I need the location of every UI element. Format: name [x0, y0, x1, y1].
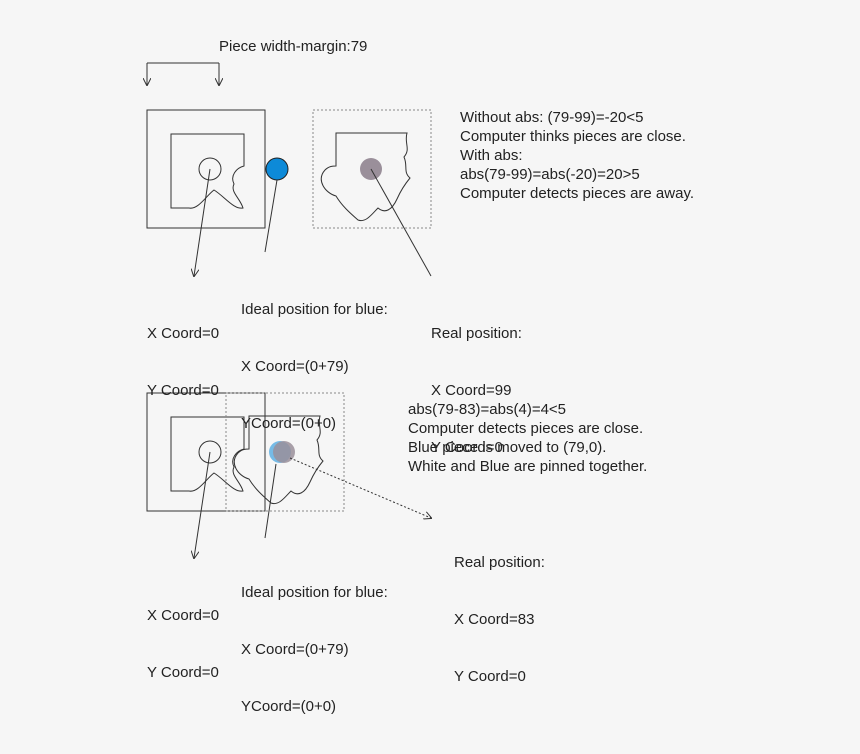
- label-line: YCoord=(0+0): [241, 697, 388, 716]
- white-piece-coord-label: X Coord=0 Y Coord=0: [147, 286, 219, 438]
- ideal-position-label: Ideal position for blue: X Coord=(0+79) …: [241, 262, 388, 471]
- scenario1-white-piece: [147, 110, 265, 228]
- scenario2-explanation: abs(79-83)=abs(4)=4<5 Computer detects p…: [408, 400, 647, 476]
- real-position-label: Real position: X Coord=83 Y Coord=0: [454, 515, 545, 724]
- label-line: YCoord=(0+0): [241, 414, 388, 433]
- label-line: Real position:: [431, 324, 522, 343]
- explanation-line: Computer thinks pieces are close.: [460, 127, 694, 146]
- explanation-line: With abs:: [460, 146, 694, 165]
- diagram-title: Piece width-margin:79: [219, 37, 367, 56]
- label-line: Y Coord=0: [147, 663, 219, 682]
- explanation-line: abs(79-99)=abs(-20)=20>5: [460, 165, 694, 184]
- explanation-line: Computer detects pieces are close.: [408, 419, 647, 438]
- explanation-line: abs(79-83)=abs(4)=4<5: [408, 400, 647, 419]
- label-line: Ideal position for blue:: [241, 300, 388, 319]
- diagram-canvas: Piece width-margin:79 X Coord=0 Y Coord=…: [0, 0, 860, 642]
- explanation-line: White and Blue are pinned together.: [408, 457, 647, 476]
- label-line: X Coord=(0+79): [241, 640, 388, 659]
- blue-piece-marker: [266, 158, 288, 180]
- scenario1-blue-piece: [313, 110, 431, 228]
- width-margin-bracket: [147, 63, 219, 85]
- ideal-position-label: Ideal position for blue: X Coord=(0+79) …: [241, 545, 388, 754]
- label-line: X Coord=99: [431, 381, 522, 400]
- label-line: X Coord=83: [454, 610, 545, 629]
- label-line: Real position:: [454, 553, 545, 572]
- white-piece-coord-label: X Coord=0 Y Coord=0: [147, 568, 219, 720]
- puzzle-diagram: [0, 0, 860, 642]
- label-line: X Coord=0: [147, 324, 219, 343]
- scenario1-explanation: Without abs: (79-99)=-20<5 Computer thin…: [460, 108, 694, 203]
- label-line: X Coord=0: [147, 606, 219, 625]
- white-piece-shape: [171, 134, 244, 208]
- label-line: X Coord=(0+79): [241, 357, 388, 376]
- explanation-line: Computer detects pieces are away.: [460, 184, 694, 203]
- explanation-line: Without abs: (79-99)=-20<5: [460, 108, 694, 127]
- label-line: Y Coord=0: [454, 667, 545, 686]
- label-line: Ideal position for blue:: [241, 583, 388, 602]
- label-line: Y Coord=0: [147, 381, 219, 400]
- explanation-line: Blue piece is moved to (79,0).: [408, 438, 647, 457]
- white-piece-frame: [147, 110, 265, 228]
